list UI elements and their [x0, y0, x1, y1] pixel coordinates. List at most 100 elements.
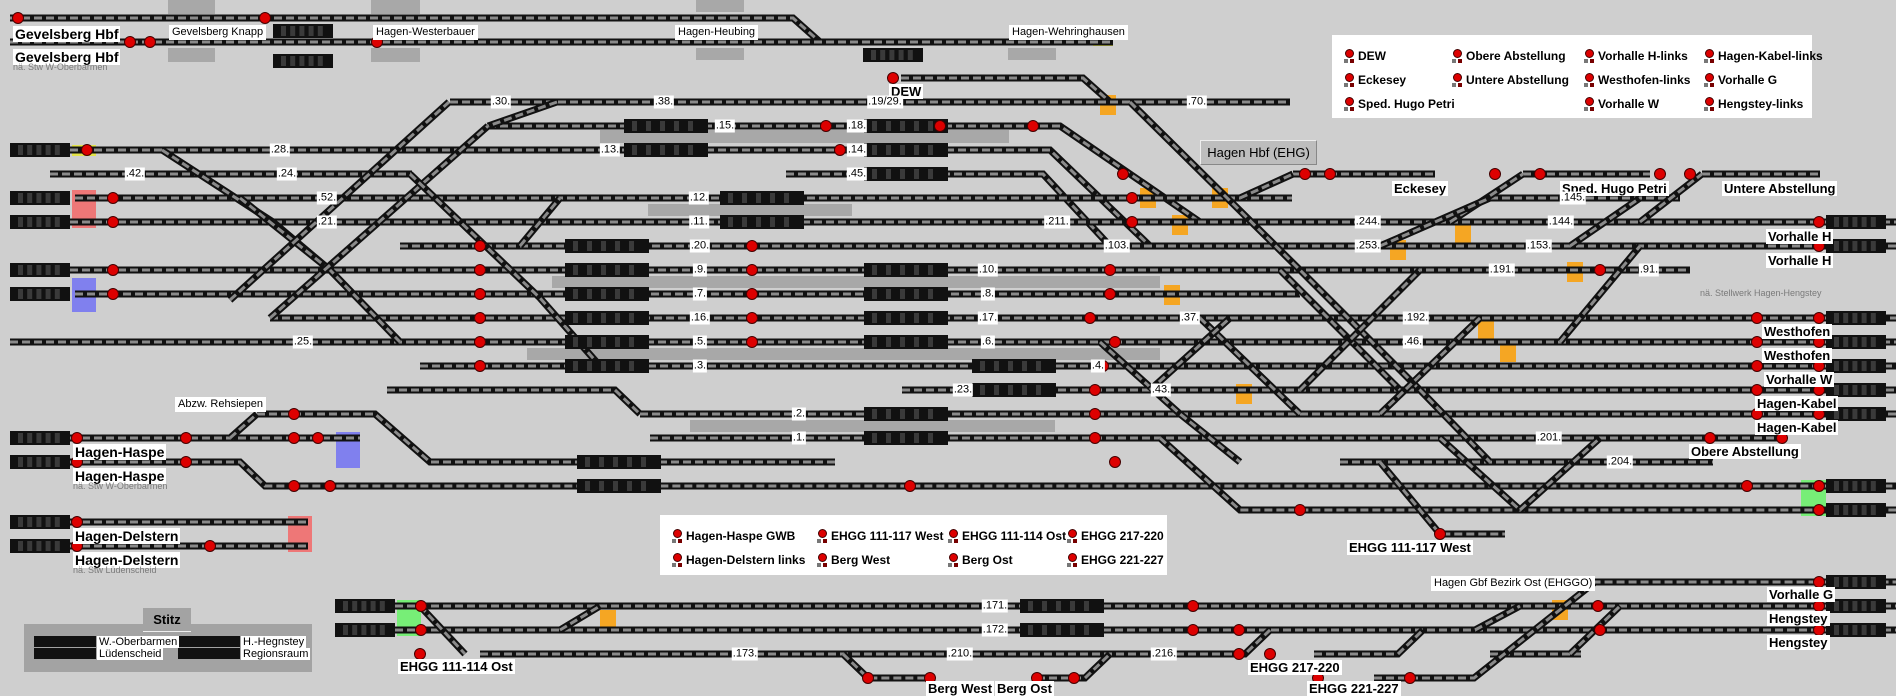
signal-icon[interactable] — [107, 192, 119, 204]
train-number-field[interactable] — [864, 167, 948, 181]
legend-signal-button[interactable]: Obere Abstellung — [1452, 49, 1566, 63]
train-number-field[interactable] — [864, 311, 948, 325]
signal-icon[interactable] — [474, 288, 486, 300]
train-number-field[interactable] — [10, 515, 70, 529]
signal-icon[interactable] — [81, 144, 93, 156]
legend-signal-button[interactable]: Vorhalle G — [1704, 73, 1777, 87]
signal-icon[interactable] — [107, 264, 119, 276]
train-number-field[interactable] — [1826, 383, 1886, 397]
train-number-field[interactable] — [864, 431, 948, 445]
track-segment[interactable] — [1147, 315, 1233, 393]
signal-icon[interactable] — [1294, 504, 1306, 516]
track-segment[interactable] — [10, 146, 1153, 249]
signal-icon[interactable] — [1813, 504, 1825, 516]
signal-icon[interactable] — [820, 120, 832, 132]
signal-icon[interactable] — [107, 288, 119, 300]
signal-icon[interactable] — [107, 216, 119, 228]
track-segment[interactable] — [1517, 435, 1603, 513]
signal-icon[interactable] — [746, 264, 758, 276]
train-number-field[interactable] — [1826, 359, 1886, 373]
train-number-field[interactable] — [335, 599, 395, 613]
track-segment[interactable] — [1437, 435, 1523, 513]
signal-icon[interactable] — [1813, 216, 1825, 228]
track-segment[interactable] — [237, 195, 333, 273]
train-number-field[interactable] — [1826, 623, 1886, 637]
train-number-field[interactable] — [864, 407, 948, 421]
signal-icon[interactable] — [746, 240, 758, 252]
signal-icon[interactable] — [1813, 312, 1825, 324]
track-segment[interactable] — [1097, 339, 1243, 465]
signal-icon[interactable] — [415, 624, 427, 636]
train-number-field[interactable] — [565, 335, 649, 349]
track-segment[interactable] — [387, 386, 643, 417]
signal-icon[interactable] — [1434, 528, 1446, 540]
signal-icon[interactable] — [288, 480, 300, 492]
signal-icon[interactable] — [1187, 624, 1199, 636]
track-segment[interactable] — [486, 98, 559, 130]
train-number-field[interactable] — [720, 191, 804, 205]
legend-signal-button[interactable]: Vorhalle W — [1584, 97, 1659, 111]
track-segment[interactable] — [1637, 171, 1705, 225]
signal-icon[interactable] — [180, 432, 192, 444]
track-segment[interactable] — [1314, 627, 1426, 658]
train-number-field[interactable] — [1826, 575, 1886, 589]
train-number-field[interactable] — [864, 335, 948, 349]
signal-icon[interactable] — [1813, 600, 1825, 612]
signal-icon[interactable] — [1592, 600, 1604, 612]
legend-signal-button[interactable]: DEW — [1344, 49, 1386, 63]
train-number-field[interactable] — [1826, 503, 1886, 517]
signal-icon[interactable] — [1324, 168, 1336, 180]
track-segment[interactable] — [558, 602, 602, 634]
train-number-field[interactable] — [864, 287, 948, 301]
train-number-field[interactable] — [10, 431, 70, 445]
train-number-field[interactable] — [10, 539, 70, 553]
signal-icon[interactable] — [746, 288, 758, 300]
signal-icon[interactable] — [1104, 288, 1116, 300]
signal-icon[interactable] — [1741, 480, 1753, 492]
signal-icon[interactable] — [144, 36, 156, 48]
train-number-field[interactable] — [565, 359, 649, 373]
signal-icon[interactable] — [746, 336, 758, 348]
signal-icon[interactable] — [1089, 432, 1101, 444]
signal-icon[interactable] — [1751, 336, 1763, 348]
legend-signal-button[interactable]: Sped. Hugo Petri — [1344, 97, 1455, 111]
signal-icon[interactable] — [862, 672, 874, 684]
track-segment[interactable] — [1374, 578, 1896, 682]
track-segment[interactable] — [227, 411, 260, 441]
signal-icon[interactable] — [834, 144, 846, 156]
signal-icon[interactable] — [474, 264, 486, 276]
track-segment[interactable] — [1377, 459, 1505, 538]
signal-icon[interactable] — [12, 12, 24, 24]
stitz-h-hengstey[interactable]: H.-Hegnstey — [241, 636, 307, 648]
hagen-hbf-button[interactable]: Hagen Hbf (EHG) — [1200, 140, 1317, 165]
train-number-field[interactable] — [1826, 311, 1886, 325]
train-number-field[interactable] — [10, 215, 70, 229]
train-number-field[interactable] — [864, 119, 948, 133]
track-segment[interactable] — [267, 123, 491, 321]
train-number-field[interactable] — [624, 119, 708, 133]
train-number-field[interactable] — [10, 191, 70, 205]
track-segment[interactable] — [1557, 243, 1643, 345]
train-number-field[interactable] — [1826, 239, 1886, 253]
signal-icon[interactable] — [1751, 384, 1763, 396]
track-segment[interactable] — [1568, 195, 1642, 249]
signal-icon[interactable] — [1109, 336, 1121, 348]
signal-icon[interactable] — [180, 456, 192, 468]
signal-icon[interactable] — [1187, 600, 1199, 612]
track-segment[interactable] — [1377, 315, 1483, 417]
train-number-field[interactable] — [577, 455, 661, 469]
legend-signal-button[interactable]: Berg Ost — [948, 553, 1013, 567]
legend-signal-button[interactable]: Westhofen-links — [1584, 73, 1690, 87]
signal-icon[interactable] — [1104, 264, 1116, 276]
signal-icon[interactable] — [1126, 192, 1138, 204]
signal-icon[interactable] — [934, 120, 946, 132]
signal-icon[interactable] — [1751, 360, 1763, 372]
train-number-field[interactable] — [1020, 599, 1104, 613]
legend-signal-button[interactable]: Untere Abstellung — [1452, 73, 1569, 87]
signal-icon[interactable] — [474, 312, 486, 324]
signal-icon[interactable] — [1594, 264, 1606, 276]
signal-icon[interactable] — [1489, 168, 1501, 180]
signal-icon[interactable] — [1233, 648, 1245, 660]
stitz-w-oberbarmen[interactable]: W.-Oberbarmen — [97, 636, 180, 648]
train-number-field[interactable] — [577, 479, 661, 493]
